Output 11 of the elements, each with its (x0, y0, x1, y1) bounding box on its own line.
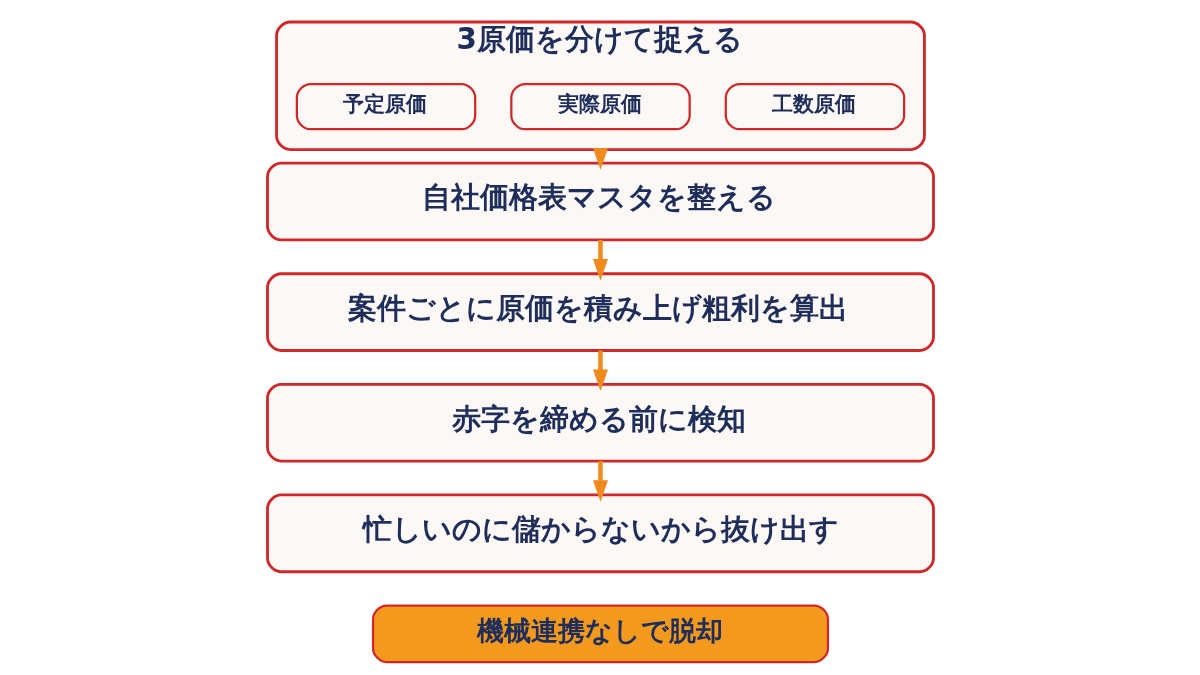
node-box: 予定原価 (295, 82, 476, 131)
node-box: 案件ごとに原価を積み上げ粗利を算出 (265, 272, 935, 352)
node-box: 実際原価 (509, 82, 691, 131)
arrow (592, 239, 608, 281)
node-box: 自社価格表マスタを整える (265, 161, 935, 242)
arrow (592, 350, 608, 392)
node-box: 忙しいのに儲からないから抜け出す (265, 493, 935, 574)
node-box: 工数原価 (724, 82, 905, 131)
node-box: 赤字を締める前に検知 (265, 382, 935, 463)
arrow (592, 461, 608, 502)
node-box: 機械連携なしで脱却 (371, 604, 829, 664)
